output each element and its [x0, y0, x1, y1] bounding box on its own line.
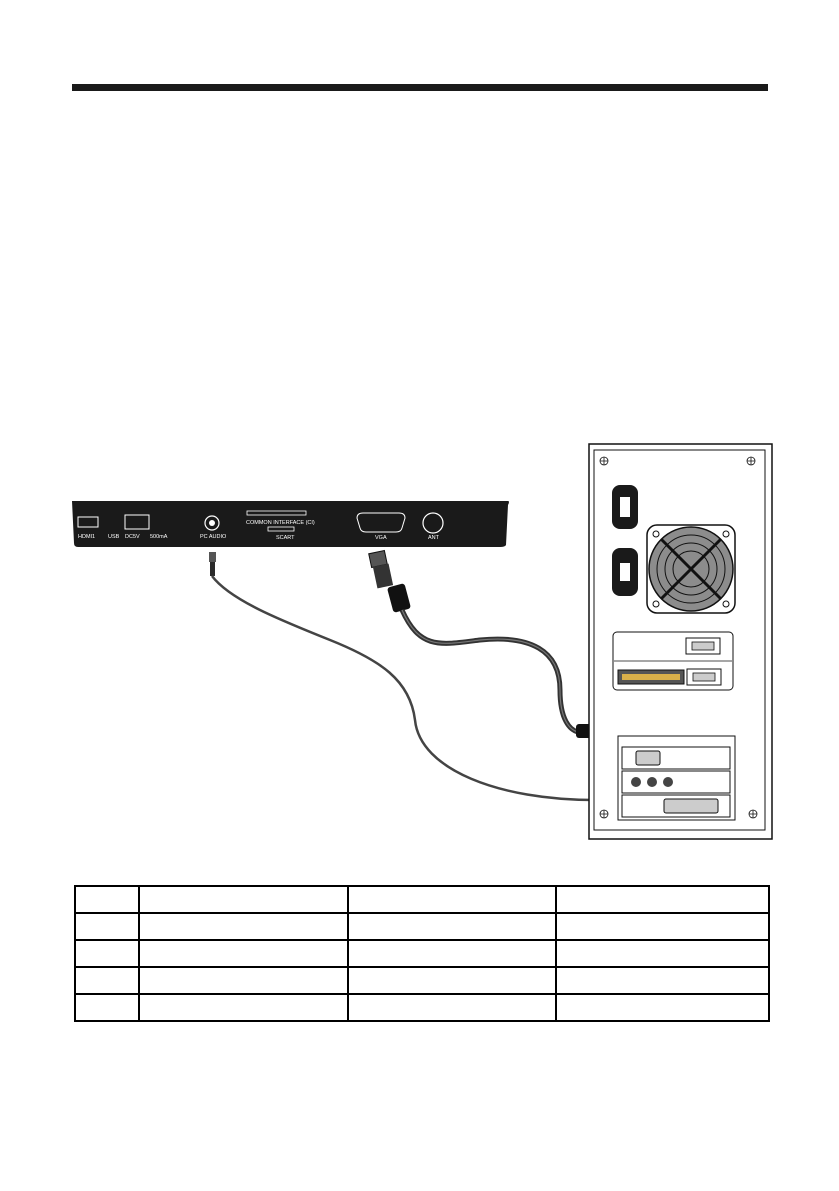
dc-current-label: 500mA: [150, 534, 168, 540]
table-cell: [347, 885, 557, 914]
table-cell: [347, 966, 557, 995]
audio-cable: [209, 552, 605, 807]
table-cell: [555, 993, 770, 1022]
scart-label: SCART: [276, 535, 295, 541]
table-cell: [347, 939, 557, 968]
table-cell: [555, 885, 770, 914]
table-row: [74, 912, 770, 941]
pc-audio-jack: [204, 515, 220, 531]
table-cell: [555, 939, 770, 968]
ci-label: COMMON INTERFACE (CI): [246, 520, 315, 526]
table-row: [74, 885, 770, 914]
header-rule: [72, 84, 768, 91]
dc-label: DC5V: [125, 534, 140, 540]
table-cell: [138, 966, 349, 995]
table-cell: [555, 912, 770, 941]
table-cell: [74, 993, 140, 1022]
table-row: [74, 993, 770, 1022]
table-row: [74, 966, 770, 995]
pc-audio-label: PC AUDIO: [200, 534, 227, 540]
hdmi-port: [77, 516, 99, 528]
table-cell: [138, 939, 349, 968]
table-cell: [555, 966, 770, 995]
ci-slot: [246, 510, 307, 516]
table-cell: [347, 912, 557, 941]
table-cell: [74, 912, 140, 941]
tv-rear-panel: HDMI1 USB DC5V 500mA PC AUDIO COMMON INT…: [72, 501, 509, 547]
table-cell: [138, 885, 349, 914]
table-cell: [138, 912, 349, 941]
fan-icon: [646, 524, 736, 614]
vga-port: [356, 512, 406, 533]
table-cell: [74, 939, 140, 968]
antenna-port: [422, 512, 444, 534]
vga-label: VGA: [375, 535, 387, 541]
table-cell: [138, 993, 349, 1022]
scart-port: [267, 526, 295, 532]
usb-port: [124, 514, 150, 530]
computer-rear: [588, 443, 773, 840]
table-cell: [74, 885, 140, 914]
table-cell: [74, 966, 140, 995]
hdmi-label: HDMI1: [78, 534, 95, 540]
usb-label: USB: [108, 534, 120, 540]
ant-label: ANT: [428, 535, 440, 541]
table-row: [74, 939, 770, 968]
data-table: [74, 885, 770, 1022]
table-cell: [347, 993, 557, 1022]
